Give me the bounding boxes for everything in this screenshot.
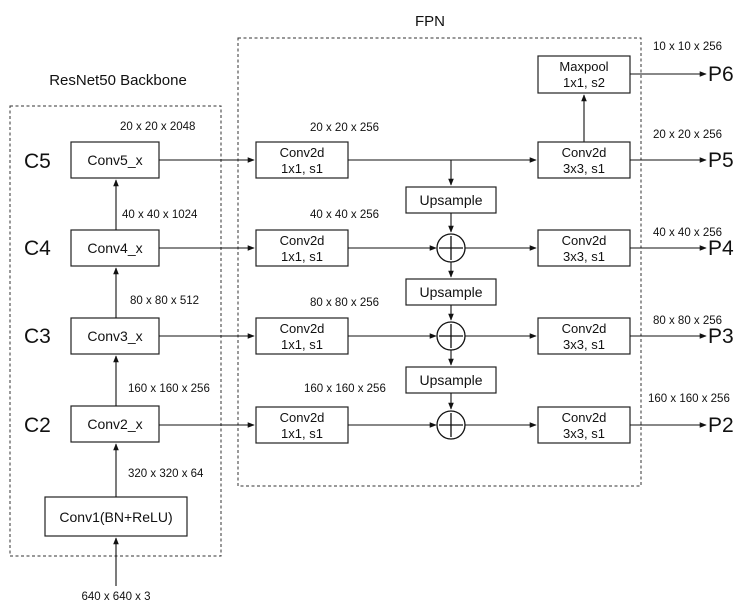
conv3-out-dims: 80 x 80 x 512 bbox=[130, 295, 199, 307]
output-p6-label: P6 bbox=[708, 63, 734, 86]
conv4-block: Conv4_x bbox=[70, 229, 160, 267]
maxpool-params: 1x1, s2 bbox=[563, 75, 605, 90]
backbone-title: ResNet50 Backbone bbox=[49, 72, 187, 89]
smooth-conv-p3: Conv2d 3x3, s1 bbox=[537, 317, 631, 355]
smooth-conv-p2-label: Conv2d bbox=[562, 410, 607, 425]
smooth-conv-p5: Conv2d 3x3, s1 bbox=[537, 141, 631, 179]
add-node-p2 bbox=[436, 410, 466, 440]
smooth-conv-p3-params: 3x3, s1 bbox=[563, 337, 605, 352]
smooth-conv-p5-params: 3x3, s1 bbox=[563, 161, 605, 176]
conv5-block: Conv5_x bbox=[70, 141, 160, 179]
stage-c5-label: C5 bbox=[24, 150, 51, 173]
stage-c4-label: C4 bbox=[24, 237, 51, 260]
upsample-block-3: Upsample bbox=[405, 366, 497, 394]
add-node-p3 bbox=[436, 321, 466, 351]
conv3-block: Conv3_x bbox=[70, 317, 160, 355]
lateral-conv-c2-label: Conv2d bbox=[280, 410, 325, 425]
stage-c3-label: C3 bbox=[24, 325, 51, 348]
output-p3-dims: 80 x 80 x 256 bbox=[653, 315, 722, 327]
lateral-conv-c5-params: 1x1, s1 bbox=[281, 161, 323, 176]
lateral-conv-c4-params: 1x1, s1 bbox=[281, 249, 323, 264]
lateral-c4-dims: 40 x 40 x 256 bbox=[310, 209, 379, 221]
upsample-block-1: Upsample bbox=[405, 186, 497, 214]
lateral-conv-c3-label: Conv2d bbox=[280, 321, 325, 336]
output-p4-label: P4 bbox=[708, 237, 734, 260]
upsample-3-label: Upsample bbox=[419, 372, 482, 388]
output-p4-dims: 40 x 40 x 256 bbox=[653, 227, 722, 239]
smooth-conv-p4-label: Conv2d bbox=[562, 233, 607, 248]
lateral-conv-c2-params: 1x1, s1 bbox=[281, 426, 323, 441]
conv4-label: Conv4_x bbox=[87, 240, 142, 256]
smooth-conv-p4-params: 3x3, s1 bbox=[563, 249, 605, 264]
conv1-block: Conv1(BN+ReLU) bbox=[44, 496, 188, 537]
lateral-conv-c5-label: Conv2d bbox=[280, 145, 325, 160]
lateral-conv-c2: Conv2d 1x1, s1 bbox=[255, 406, 349, 444]
upsample-1-label: Upsample bbox=[419, 192, 482, 208]
stage-c2-label: C2 bbox=[24, 414, 51, 437]
output-p2-label: P2 bbox=[708, 414, 734, 437]
output-p2-dims: 160 x 160 x 256 bbox=[648, 393, 730, 405]
lateral-c5-dims: 20 x 20 x 256 bbox=[310, 122, 379, 134]
maxpool-block: Maxpool 1x1, s2 bbox=[537, 55, 631, 94]
add-node-p4 bbox=[436, 233, 466, 263]
smooth-conv-p2-params: 3x3, s1 bbox=[563, 426, 605, 441]
conv2-label: Conv2_x bbox=[87, 416, 142, 432]
output-p3-label: P3 bbox=[708, 325, 734, 348]
conv2-out-dims: 160 x 160 x 256 bbox=[128, 383, 210, 395]
lateral-c2-dims: 160 x 160 x 256 bbox=[304, 383, 386, 395]
lateral-conv-c3: Conv2d 1x1, s1 bbox=[255, 317, 349, 355]
smooth-conv-p4: Conv2d 3x3, s1 bbox=[537, 229, 631, 267]
maxpool-label: Maxpool bbox=[559, 59, 608, 74]
lateral-conv-c3-params: 1x1, s1 bbox=[281, 337, 323, 352]
output-p5-label: P5 bbox=[708, 149, 734, 172]
smooth-conv-p3-label: Conv2d bbox=[562, 321, 607, 336]
lateral-conv-c4-label: Conv2d bbox=[280, 233, 325, 248]
output-p5-dims: 20 x 20 x 256 bbox=[653, 129, 722, 141]
conv3-label: Conv3_x bbox=[87, 328, 142, 344]
conv2-block: Conv2_x bbox=[70, 405, 160, 443]
conv5-label: Conv5_x bbox=[87, 152, 142, 168]
conv4-out-dims: 40 x 40 x 1024 bbox=[122, 209, 198, 221]
conv1-label: Conv1(BN+ReLU) bbox=[59, 509, 172, 525]
smooth-conv-p5-label: Conv2d bbox=[562, 145, 607, 160]
conv1-out-dims: 320 x 320 x 64 bbox=[128, 468, 204, 480]
upsample-block-2: Upsample bbox=[405, 278, 497, 306]
lateral-c3-dims: 80 x 80 x 256 bbox=[310, 297, 379, 309]
smooth-conv-p2: Conv2d 3x3, s1 bbox=[537, 406, 631, 444]
conv5-out-dims: 20 x 20 x 2048 bbox=[120, 121, 195, 133]
lateral-conv-c4: Conv2d 1x1, s1 bbox=[255, 229, 349, 267]
fpn-region bbox=[237, 37, 642, 487]
fpn-title: FPN bbox=[415, 13, 445, 30]
output-p6-dims: 10 x 10 x 256 bbox=[653, 41, 722, 53]
input-dims-label: 640 x 640 x 3 bbox=[81, 591, 150, 603]
lateral-conv-c5: Conv2d 1x1, s1 bbox=[255, 141, 349, 179]
upsample-2-label: Upsample bbox=[419, 284, 482, 300]
